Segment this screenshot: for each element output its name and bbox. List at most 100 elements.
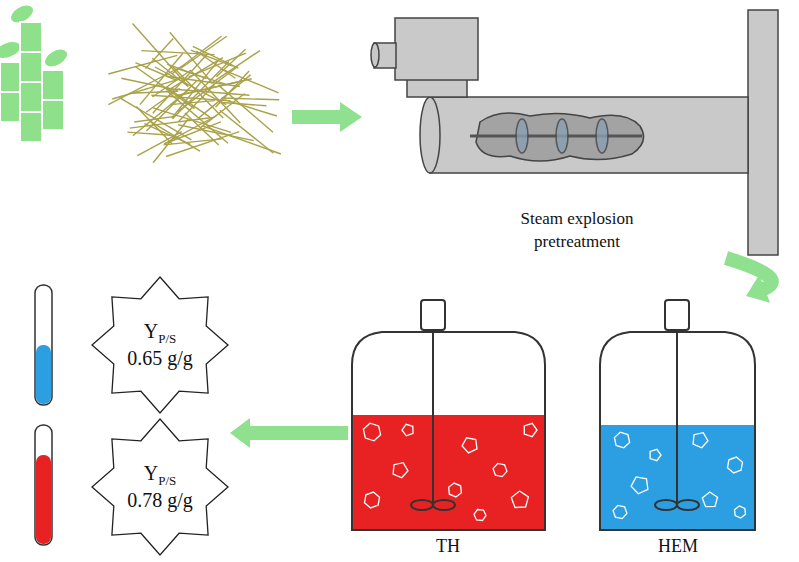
solid-particle <box>728 457 743 473</box>
hopper <box>395 18 478 80</box>
yield-symbol: YP/S <box>144 320 177 347</box>
solid-particle <box>363 423 380 441</box>
cane-segment <box>20 22 42 52</box>
straw-fiber <box>196 51 235 78</box>
yield-value: 0.65 g/g <box>127 347 193 370</box>
hopper-neck <box>407 78 467 97</box>
solid-particle <box>474 510 486 521</box>
straw-fiber <box>119 98 191 140</box>
arrow-shaft <box>248 426 348 440</box>
node-label: TH <box>436 534 460 558</box>
straw-fiber <box>224 100 277 116</box>
bioreactor-th <box>352 300 545 530</box>
result-star: YP/S0.78 g/g <box>90 419 230 555</box>
yield-subscript: P/S <box>158 331 176 346</box>
inlet-end <box>371 43 379 67</box>
solid-particle <box>449 483 462 497</box>
impeller <box>655 500 677 510</box>
cane-segment <box>42 70 64 100</box>
solid-particle <box>462 438 477 453</box>
straw-fiber <box>146 80 197 131</box>
shaft <box>432 330 434 505</box>
solid-particle <box>735 506 746 518</box>
straw-fiber <box>181 36 227 68</box>
straw-fiber <box>146 39 174 69</box>
straw-fiber <box>211 51 260 84</box>
result-star: YP/S0.65 g/g <box>90 277 230 413</box>
vessel <box>352 332 545 530</box>
cane-segment <box>0 92 20 122</box>
barrel-end <box>420 97 440 173</box>
leaf <box>41 45 72 72</box>
process-arrow <box>726 258 772 303</box>
process-arrow <box>292 102 362 132</box>
cane-segment <box>20 82 42 112</box>
yield-letter: Y <box>144 462 158 484</box>
process-node: Steam explosion pretreatment <box>366 6 788 258</box>
straw-fiber <box>108 66 183 105</box>
yield-symbol: YP/S <box>144 462 177 489</box>
solid-particle <box>524 423 537 436</box>
reactor-column <box>748 10 778 255</box>
process-arrow <box>230 418 348 448</box>
solid-particle <box>693 433 708 448</box>
straw-fiber <box>219 85 273 132</box>
screw-disc <box>516 119 528 153</box>
straw-fiber <box>166 90 228 143</box>
yield-subscript: P/S <box>158 473 176 488</box>
node-label: Steam explosion pretreatment <box>502 208 652 254</box>
tube <box>35 425 52 545</box>
screw-disc <box>556 119 568 153</box>
process-node: TH <box>348 296 548 560</box>
straw-fiber <box>178 69 226 84</box>
straw-fiber <box>134 116 175 122</box>
process-node: HEM <box>598 296 758 560</box>
straw-fiber <box>169 58 223 90</box>
test-tube-red <box>35 425 52 545</box>
straw-fiber <box>198 75 251 119</box>
yield-letter: Y <box>144 320 158 342</box>
arrowhead <box>230 418 250 448</box>
arrowhead <box>746 275 770 303</box>
straw-fiber <box>222 98 280 100</box>
impeller <box>433 500 455 510</box>
straw-fiber <box>221 69 279 93</box>
motor <box>665 300 689 330</box>
liquid <box>353 415 544 529</box>
solid-particle <box>650 449 661 460</box>
straw-fiber <box>141 51 214 55</box>
tube <box>35 285 52 405</box>
solid-particle <box>493 463 507 476</box>
straw-bundle <box>108 24 281 163</box>
impeller <box>411 500 433 510</box>
cane-segment <box>42 100 64 130</box>
sugarcane <box>0 1 71 142</box>
solid-particle <box>613 505 627 518</box>
straw-fiber <box>146 88 179 112</box>
cane-segment <box>20 52 42 82</box>
solid-particle <box>631 477 648 494</box>
test-tube-blue <box>35 285 52 405</box>
cane-segment <box>0 62 20 92</box>
cane-segment <box>20 112 42 142</box>
shaft <box>676 330 678 505</box>
solid-particle <box>511 491 528 508</box>
motor <box>421 300 445 330</box>
tube-liquid <box>36 455 51 544</box>
solid-particle <box>365 492 380 508</box>
straw-fiber <box>133 24 189 87</box>
solid-particle <box>614 432 629 448</box>
reactor-barrel <box>430 97 748 173</box>
arrow-shaft <box>726 258 772 289</box>
straw-fiber <box>203 126 281 154</box>
yield-value: 0.78 g/g <box>127 489 193 512</box>
solid-particle <box>393 463 408 478</box>
bioreactor-hem <box>600 300 755 530</box>
solid-particle <box>702 492 717 507</box>
node-label: HEM <box>658 534 698 558</box>
straw-fiber <box>172 66 223 118</box>
solid-particle <box>402 424 413 436</box>
steam-explosion-reactor <box>371 10 778 255</box>
tube-liquid <box>36 345 51 404</box>
